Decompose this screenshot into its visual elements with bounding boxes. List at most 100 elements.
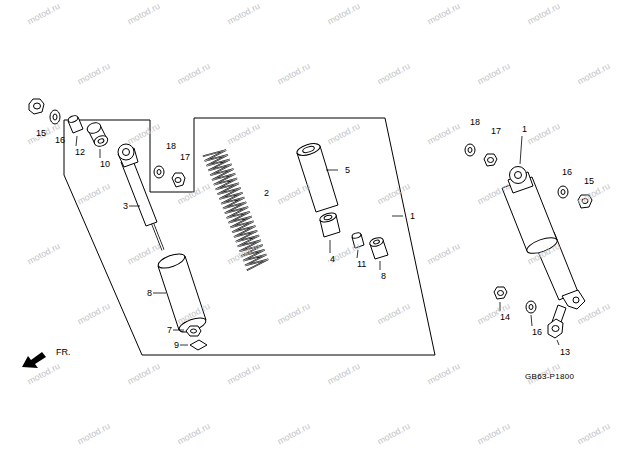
watermark: motod.ru	[526, 18, 531, 27]
nut	[191, 329, 197, 333]
watermark: motod.ru	[76, 78, 81, 87]
watermark: motod.ru	[26, 258, 31, 267]
watermark: motod.ru	[526, 138, 531, 147]
callout-number: 1	[409, 211, 411, 221]
spring	[203, 150, 268, 270]
plate	[190, 340, 207, 350]
callout-number: 15	[583, 176, 585, 186]
nut	[488, 158, 494, 163]
leader-line	[129, 206, 140, 207]
watermark: motod.ru	[576, 78, 581, 87]
bushing	[67, 114, 83, 133]
damper-cover	[156, 251, 186, 271]
leader-line	[380, 261, 381, 270]
watermark: motod.ru	[576, 318, 581, 327]
callout-number: 14	[499, 312, 501, 322]
watermark: motod.ru	[176, 318, 181, 327]
watermark: motod.ru	[226, 18, 231, 27]
watermark: motod.ru	[376, 198, 381, 207]
nut	[498, 291, 504, 296]
nut	[29, 99, 44, 114]
collar	[324, 214, 333, 220]
leader-line	[153, 293, 166, 294]
watermark: motod.ru	[426, 138, 431, 147]
callout-number: 16	[531, 327, 533, 337]
leader-line	[357, 250, 358, 258]
watermark: motod.ru	[376, 438, 381, 447]
watermark: motod.ru	[376, 78, 381, 87]
damper-unit	[118, 144, 163, 250]
leader-line	[520, 136, 522, 164]
leader-line	[180, 345, 188, 346]
nut	[172, 173, 185, 187]
callout-number: 4	[329, 254, 331, 264]
washer	[50, 110, 60, 124]
watermark: motod.ru	[26, 138, 31, 147]
washer	[558, 186, 568, 198]
watermark: motod.ru	[276, 198, 281, 207]
shock-absorber	[510, 167, 527, 184]
watermark: motod.ru	[276, 318, 281, 327]
callout-number: 2	[263, 188, 265, 198]
watermark: motod.ru	[276, 438, 281, 447]
collar	[319, 211, 338, 224]
watermark: motod.ru	[26, 18, 31, 27]
bushing	[351, 232, 364, 248]
collar	[319, 211, 340, 237]
bushing	[86, 121, 110, 149]
damper-unit	[118, 144, 134, 160]
nut	[484, 154, 497, 166]
washer	[53, 114, 57, 120]
shock-absorber	[502, 167, 585, 310]
callout-number: 12	[74, 147, 76, 157]
nut	[186, 326, 201, 336]
bushing	[93, 134, 110, 149]
spring	[203, 150, 268, 270]
spring-guide	[296, 141, 322, 158]
washer	[526, 301, 536, 313]
callout-number: 18	[165, 141, 167, 151]
watermark: motod.ru	[226, 258, 231, 267]
watermark: motod.ru	[326, 138, 331, 147]
callout-number: 8	[380, 271, 382, 281]
washer	[526, 301, 536, 313]
watermark: motod.ru	[576, 438, 581, 447]
shock-absorber	[573, 297, 579, 303]
callout-number: 16	[54, 135, 56, 145]
watermark: motod.ru	[526, 258, 531, 267]
watermark: motod.ru	[476, 318, 481, 327]
watermark: motod.ru	[76, 438, 81, 447]
watermark: motod.ru	[76, 198, 81, 207]
washer	[529, 305, 533, 310]
damper-unit	[123, 149, 130, 156]
nut	[186, 326, 201, 336]
washer	[558, 186, 568, 198]
plate	[190, 340, 207, 350]
callout-number: 16	[561, 167, 563, 177]
spring	[203, 150, 268, 270]
leader-line	[531, 315, 532, 326]
watermark: motod.ru	[226, 138, 231, 147]
callout-number: 11	[356, 259, 358, 269]
watermark: motod.ru	[176, 78, 181, 87]
watermark: motod.ru	[576, 198, 581, 207]
nut	[484, 154, 497, 166]
figure-code: GB63-P1800	[524, 372, 526, 381]
watermark: motod.ru	[426, 258, 431, 267]
leader-line	[500, 302, 501, 311]
leader-line	[392, 216, 403, 217]
watermark: motod.ru	[176, 198, 181, 207]
spring-guide	[296, 141, 338, 212]
watermark: motod.ru	[476, 438, 481, 447]
bushing	[67, 114, 79, 123]
watermark: motod.ru	[26, 378, 31, 387]
washer	[561, 190, 565, 195]
watermark: motod.ru	[426, 18, 431, 27]
callout-number: 8	[146, 288, 148, 298]
leader-line	[557, 340, 559, 345]
watermark: motod.ru	[326, 18, 331, 27]
bolt	[548, 319, 563, 338]
washer	[50, 110, 60, 124]
bolt	[548, 305, 566, 338]
